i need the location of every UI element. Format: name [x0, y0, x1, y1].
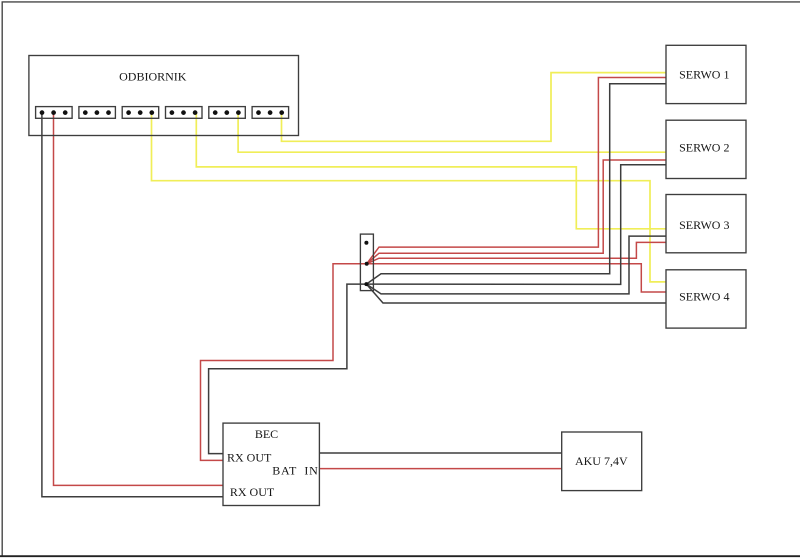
- svg-text:BAT IN: BAT IN: [272, 464, 318, 478]
- svg-text:RX OUT: RX OUT: [230, 485, 275, 499]
- svg-text:RX OUT: RX OUT: [227, 450, 272, 464]
- svg-text:SERWO 1: SERWO 1: [679, 68, 729, 82]
- svg-text:SERWO 4: SERWO 4: [679, 290, 729, 304]
- svg-text:SERWO 3: SERWO 3: [679, 218, 729, 232]
- svg-text:SERWO 2: SERWO 2: [679, 140, 729, 154]
- svg-text:ODBIORNIK: ODBIORNIK: [119, 70, 187, 84]
- svg-text:BEC: BEC: [255, 427, 278, 441]
- svg-text:AKU 7,4V: AKU 7,4V: [575, 454, 628, 468]
